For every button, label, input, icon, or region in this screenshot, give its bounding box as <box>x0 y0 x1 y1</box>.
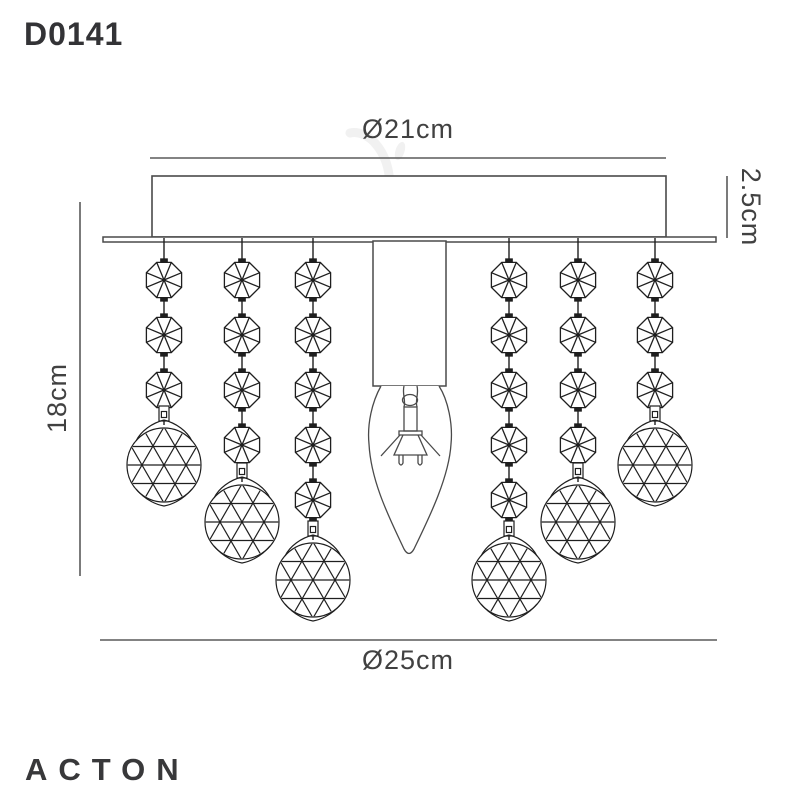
dim-label-top-diameter: Ø21cm <box>361 114 455 144</box>
canopy-body <box>151 175 667 238</box>
octagon-crystal-bead <box>490 478 528 522</box>
octagon-crystal-bead <box>490 258 528 302</box>
octagon-crystal-bead <box>636 258 674 302</box>
octagon-crystal-bead <box>294 258 332 302</box>
candle-bulb <box>367 385 453 555</box>
octagon-crystal-bead <box>636 313 674 357</box>
bulb-glass-outline <box>367 385 453 555</box>
dim-label-canopy-height: 2.5cm <box>736 167 766 247</box>
lampholder-tube <box>372 240 447 387</box>
model-code: D0141 <box>24 16 124 52</box>
octagon-crystal-bead <box>223 313 261 357</box>
octagon-crystal-bead <box>145 368 183 412</box>
octagon-crystal-bead <box>145 313 183 357</box>
dim-label-drop-height: 18cm <box>42 362 72 434</box>
octagon-crystal-bead <box>223 368 261 412</box>
octagon-crystal-bead <box>559 368 597 412</box>
octagon-crystal-bead <box>145 258 183 302</box>
dim-label-overall-diameter: Ø25cm <box>361 645 455 675</box>
octagon-crystal-bead <box>490 313 528 357</box>
octagon-crystal-bead <box>559 313 597 357</box>
octagon-crystal-bead <box>223 423 261 467</box>
octagon-crystal-bead <box>559 258 597 302</box>
octagon-crystal-bead <box>294 478 332 522</box>
product-name: ACTON <box>25 752 190 787</box>
dimension-lines <box>79 157 728 641</box>
octagon-crystal-bead <box>294 313 332 357</box>
octagon-crystal-bead <box>294 368 332 412</box>
crystal-strands <box>94 238 725 625</box>
octagon-crystal-bead <box>490 368 528 412</box>
octagon-crystal-bead <box>636 368 674 412</box>
octagon-crystal-bead <box>223 258 261 302</box>
octagon-crystal-bead <box>294 423 332 467</box>
octagon-crystal-bead <box>490 423 528 467</box>
octagon-crystal-bead <box>559 423 597 467</box>
